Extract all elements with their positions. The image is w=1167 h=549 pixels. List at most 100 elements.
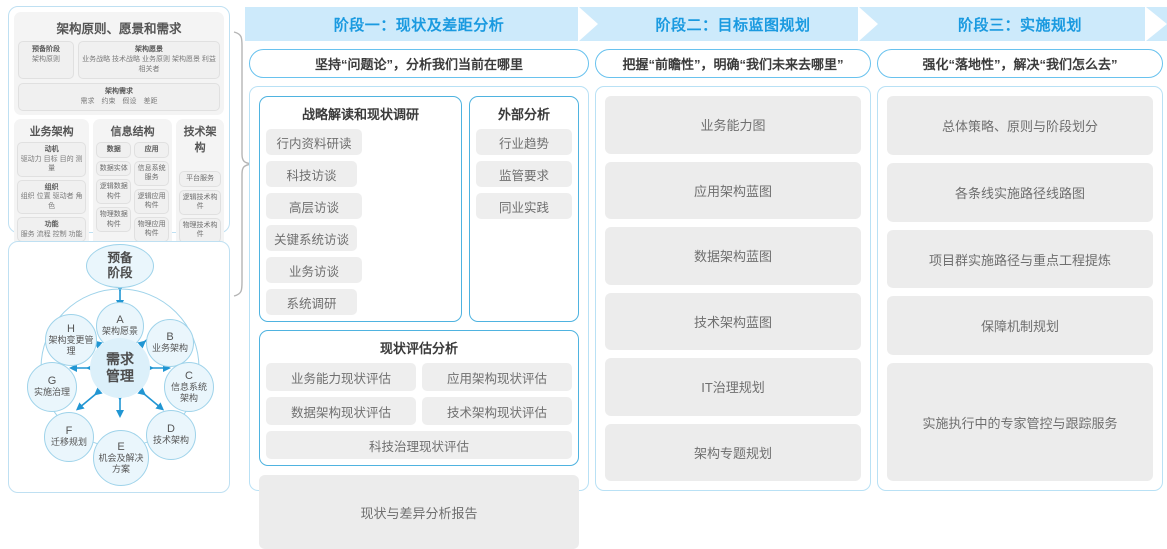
cell-sub: 服务 流程 控制 功能 bbox=[20, 230, 83, 238]
node-key: C bbox=[185, 369, 193, 382]
phase-2-column: 业务能力图 应用架构蓝图 数据架构蓝图 技术架构蓝图 IT治理规划 架构专题规划 bbox=[595, 86, 871, 491]
node-label: 迁移规划 bbox=[50, 437, 87, 447]
node-line-1: 预备 bbox=[107, 251, 133, 265]
center-line-2: 管理 bbox=[106, 368, 134, 384]
tile-architecture-topic-plan[interactable]: 架构专题规划 bbox=[605, 423, 861, 481]
tile-industry-trends[interactable]: 行业趋势 bbox=[476, 129, 572, 155]
node-key: B bbox=[166, 331, 174, 343]
node-label: 架构愿景 bbox=[101, 326, 138, 336]
group-current-state-assessment: 现状评估分析 业务能力现状评估 应用架构现状评估 数据架构现状评估 技术架构现状… bbox=[259, 330, 579, 466]
cell-platform-service: 平台服务 bbox=[179, 171, 222, 187]
cell-architecture-vision: 架构愿景 业务战略 技术战略 业务原则 架构愿景 利益相关者 bbox=[78, 41, 220, 79]
node-label: 信息系统架构 bbox=[170, 381, 207, 403]
section-title: 架构原则、愿景和需求 bbox=[56, 22, 182, 36]
phase-subtitle-3: 强化“落地性”，解决“我们怎么去” bbox=[877, 49, 1163, 78]
adm-node-center-requirements-management: 需求 管理 bbox=[90, 338, 150, 398]
tile-line-implementation-roadmap[interactable]: 各条线实施路径线路图 bbox=[887, 162, 1153, 222]
tile-peer-practices[interactable]: 同业实践 bbox=[476, 193, 572, 219]
cell-title: 应用 bbox=[144, 146, 159, 153]
cell-title: 数据 bbox=[106, 146, 121, 153]
tile-key-system-interview[interactable]: 关键系统访谈 bbox=[266, 225, 357, 251]
tile-application-architecture-assessment[interactable]: 应用架构现状评估 bbox=[422, 363, 572, 391]
cell-logical-application-component: 逻辑应用构件 bbox=[134, 188, 170, 214]
architecture-roadmap-diagram: 架构原则、愿景和需求 预备阶段 架构原则 架构愿景 业务战略 技术战略 业务原则… bbox=[8, 6, 1167, 549]
cell-organization: 组织 组织 位置 驱动者 角色 bbox=[17, 179, 87, 214]
tile-business-interview[interactable]: 业务访谈 bbox=[266, 257, 362, 283]
adm-node-g: G 实施治理 bbox=[27, 362, 77, 412]
adm-node-c: C 信息系统架构 bbox=[164, 362, 214, 412]
cell-title: 功能 bbox=[44, 221, 59, 228]
cell-preliminary: 预备阶段 架构原则 bbox=[18, 41, 74, 79]
tile-business-capability-assessment[interactable]: 业务能力现状评估 bbox=[266, 363, 416, 391]
center-line-1: 需求 bbox=[106, 351, 134, 367]
tile-it-governance-assessment[interactable]: 科技治理现状评估 bbox=[266, 431, 572, 459]
data-subcolumn: 数据 数据实体 逻辑数据构件 物理数据构件 bbox=[96, 142, 132, 242]
node-line-2: 阶段 bbox=[107, 266, 133, 280]
cell-title: 预备阶段 bbox=[32, 46, 60, 53]
node-label: 实施治理 bbox=[33, 387, 70, 397]
togaf-adm-cycle-panel: 预备 阶段 A 架构愿景 B 业务架构 C 信息系统架构 D 技术架 bbox=[8, 241, 230, 493]
cell-logical-technology-component: 逻辑技术构件 bbox=[179, 189, 222, 215]
phase-3-column: 总体策略、原则与阶段划分 各条线实施路径线路图 项目群实施路径与重点工程提炼 保… bbox=[877, 86, 1163, 491]
phase-chevron-end-icon bbox=[1145, 7, 1167, 41]
phase-chevron-2-icon bbox=[858, 7, 878, 41]
tile-data-architecture-blueprint[interactable]: 数据架构蓝图 bbox=[605, 227, 861, 285]
group-items: 业务能力现状评估 应用架构现状评估 数据架构现状评估 技术架构现状评估 科技治理… bbox=[266, 363, 572, 459]
tile-regulatory-requirements[interactable]: 监管要求 bbox=[476, 161, 572, 187]
node-label: 机会及解决方案 bbox=[98, 452, 144, 474]
column-title: 信息结构 bbox=[110, 126, 155, 138]
tile-program-path-and-key-projects[interactable]: 项目群实施路径与重点工程提炼 bbox=[887, 229, 1153, 289]
cell-data-head: 数据 bbox=[96, 142, 132, 158]
tile-assurance-mechanism-plan[interactable]: 保障机制规划 bbox=[887, 296, 1153, 356]
phase-banner-row: 阶段一：现状及差距分析 阶段二：目标蓝图规划 阶段三：实施规划 bbox=[245, 7, 1167, 41]
application-subcolumn: 应用 信息系统服务 逻辑应用构件 物理应用构件 bbox=[134, 142, 170, 242]
node-key: G bbox=[47, 375, 57, 387]
tile-executive-interview[interactable]: 高层访谈 bbox=[266, 193, 362, 219]
business-architecture-column: 业务架构 动机 驱动力 目标 目的 测量 组织 组织 位置 驱动者 角色 功能 … bbox=[14, 119, 90, 247]
node-label: 业务架构 bbox=[151, 343, 188, 353]
node-key: F bbox=[65, 425, 73, 437]
tile-data-architecture-assessment[interactable]: 数据架构现状评估 bbox=[266, 397, 416, 425]
adm-diagram: 预备 阶段 A 架构愿景 B 业务架构 C 信息系统架构 D 技术架 bbox=[9, 242, 229, 492]
node-key: H bbox=[67, 322, 75, 335]
phase-band-1: 阶段一：现状及差距分析 bbox=[245, 7, 593, 41]
group-title: 外部分析 bbox=[497, 107, 550, 122]
cell-physical-data-component: 物理数据构件 bbox=[96, 207, 132, 232]
phase-subtitle-label: 强化“落地性”，解决“我们怎么去” bbox=[922, 57, 1118, 72]
phase-chevron-1-icon bbox=[578, 7, 598, 41]
cell-sub: 需求 约束 假设 差距 bbox=[80, 98, 158, 105]
cell-title: 架构需求 bbox=[105, 88, 133, 95]
cell-title: 架构愿景 bbox=[135, 46, 163, 53]
cell-logical-data-component: 逻辑数据构件 bbox=[96, 179, 132, 204]
group-title: 战略解读和现状调研 bbox=[301, 107, 419, 122]
tile-application-architecture-blueprint[interactable]: 应用架构蓝图 bbox=[605, 161, 861, 219]
cell-data-entity: 数据实体 bbox=[96, 160, 132, 176]
tile-technology-architecture-blueprint[interactable]: 技术架构蓝图 bbox=[605, 292, 861, 350]
tile-gap-analysis-report[interactable]: 现状与差异分析报告 bbox=[259, 475, 579, 549]
tile-it-governance-plan[interactable]: IT治理规划 bbox=[605, 358, 861, 416]
cell-sub: 架构原则 bbox=[32, 56, 60, 63]
tile-overall-strategy-principles-phasing[interactable]: 总体策略、原则与阶段划分 bbox=[887, 96, 1153, 155]
technology-architecture-column: 技术架构 平台服务 逻辑技术构件 物理技术构件 bbox=[176, 119, 225, 247]
phase-subtitle-label: 坚持“问题论”，分析我们当前在哪里 bbox=[314, 57, 523, 72]
phase-1-column: 战略解读和现状调研 行内资料研读 科技访谈 高层访谈 关键系统访谈 业务访谈 系… bbox=[249, 86, 589, 549]
tile-expert-control-and-tracking-service[interactable]: 实施执行中的专家管控与跟踪服务 bbox=[887, 363, 1153, 481]
group-items: 行内资料研读 科技访谈 高层访谈 关键系统访谈 业务访谈 系统调研 bbox=[266, 129, 455, 315]
tile-technology-architecture-assessment[interactable]: 技术架构现状评估 bbox=[422, 397, 572, 425]
group-title: 现状评估分析 bbox=[379, 341, 458, 356]
node-label: 架构变更管理 bbox=[48, 334, 94, 356]
tile-system-survey[interactable]: 系统调研 bbox=[266, 289, 357, 315]
togaf-content-framework-panel: 架构原则、愿景和需求 预备阶段 架构原则 架构愿景 业务战略 技术战略 业务原则… bbox=[8, 6, 230, 297]
node-key: E bbox=[117, 440, 125, 453]
cell-physical-application-component: 物理应用构件 bbox=[134, 216, 170, 242]
cell-sub: 业务战略 技术战略 业务原则 架构愿景 利益相关者 bbox=[82, 56, 216, 73]
tile-internal-document-study[interactable]: 行内资料研读 bbox=[266, 129, 362, 155]
phase-subtitle-1: 坚持“问题论”，分析我们当前在哪里 bbox=[249, 49, 589, 78]
cell-title: 组织 bbox=[44, 183, 59, 191]
requirements-row: 架构需求 需求 约束 假设 差距 bbox=[18, 79, 220, 111]
tile-business-capability-map[interactable]: 业务能力图 bbox=[605, 96, 861, 154]
column-title: 技术架构 bbox=[183, 126, 217, 154]
adm-node-preliminary: 预备 阶段 bbox=[86, 244, 154, 288]
tile-technology-interview[interactable]: 科技访谈 bbox=[266, 161, 357, 187]
adm-node-e: E 机会及解决方案 bbox=[93, 430, 149, 486]
